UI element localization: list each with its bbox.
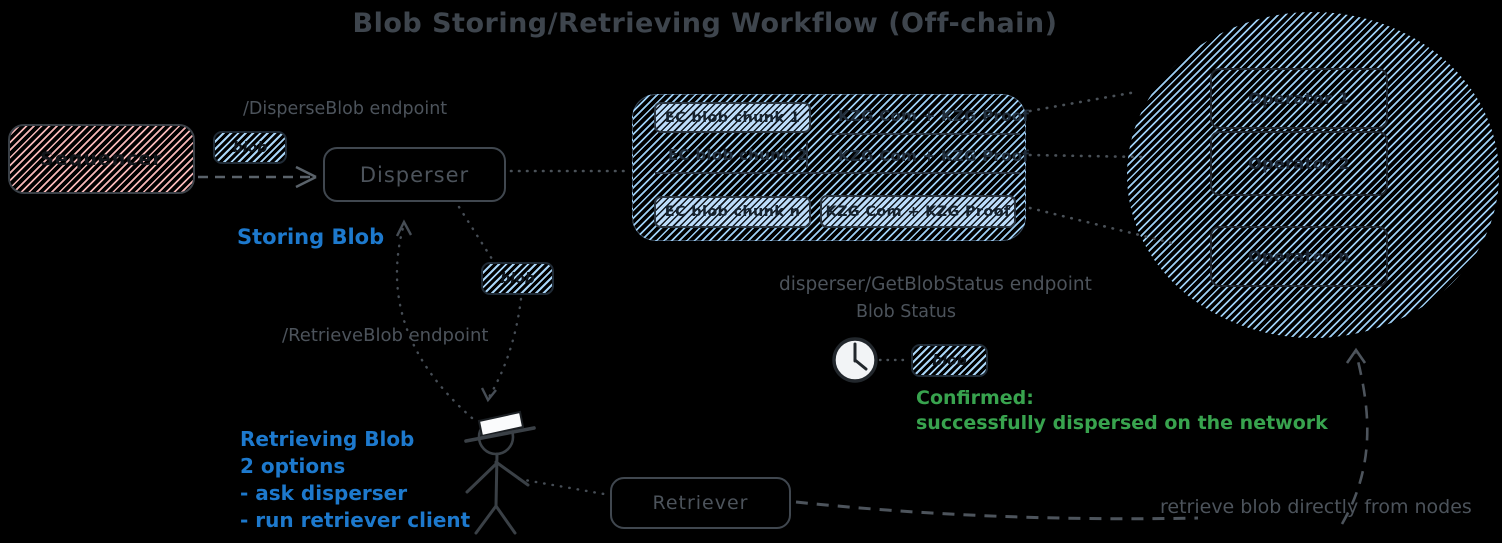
operator-1-node: Operator 1 [1210, 68, 1388, 129]
retriever-node: Retriever [610, 477, 791, 529]
line-retriever-to-nodes [795, 500, 1199, 521]
chunk-row-n-chunk-label: EC blob chunk n [664, 204, 801, 220]
chunk-row-1-proof: KZG Com + KZG Proof [838, 107, 1030, 125]
get-blob-status-endpoint-label: disperser/GetBlobStatus endpoint [779, 274, 1092, 295]
row-1-divider [830, 133, 1020, 135]
arrow-disperser-blob-to-person [457, 205, 523, 403]
blob-chip-return: blob [481, 262, 554, 295]
blob-status-label: Blob Status [856, 302, 957, 322]
arrow-sequencer-to-disperser [198, 165, 317, 189]
chunk-row-n-chunk: EC blob chunk n [654, 196, 811, 228]
person-icon [464, 410, 536, 535]
sequencer-label: Sequencer [40, 148, 163, 170]
page-title: Blob Storing/Retrieving Workflow (Off-ch… [352, 8, 1058, 39]
hat-brim [464, 426, 536, 443]
retrieve-endpoint-label: /RetrieveBlob endpoint [282, 325, 489, 346]
operator-n-node: Operator n [1210, 226, 1388, 287]
chunk-row-n-proof: KZG Com + KZG Proof [820, 195, 1016, 228]
clock-icon [832, 337, 878, 383]
confirmed-detail: successfully dispersed on the network [916, 412, 1328, 434]
blob-chip-label: blob [500, 270, 535, 287]
chunk-row-2-proof: KZG Com + KZG Proof [838, 147, 1030, 165]
blob-chip-disperse: blob [213, 131, 287, 164]
chunk-row-1-chunk: EC blob chunk 1 [654, 102, 811, 133]
chunk-row-n-proof-label: KZG Com + KZG Proof [825, 203, 1011, 220]
chunk-row-2-chunk: EC blob chunk 2 [668, 146, 808, 164]
blob-chip-status: blob [911, 344, 988, 377]
hat-band [477, 410, 525, 438]
storing-blob-label: Storing Blob [237, 225, 385, 249]
retrieving-blob-line-3: - ask disperser [240, 481, 408, 505]
operator-n-label: Operator n [1247, 247, 1351, 266]
sequencer-node: Sequencer [8, 124, 195, 194]
blob-chip-label: blob [232, 139, 268, 156]
retrieving-blob-line-1: Retrieving Blob [240, 427, 415, 451]
operator-2-node: Operator 2 [1210, 131, 1388, 196]
row-2-vertical-divider [806, 142, 808, 168]
retrieving-blob-line-2: 2 options [240, 454, 346, 478]
chunk-row-1-chunk-label: EC blob chunk 1 [664, 109, 801, 126]
retrieve-directly-label: retrieve blob directly from nodes [1160, 496, 1472, 518]
operators-circle [1127, 12, 1499, 338]
disperse-endpoint-label: /DisperseBlob endpoint [243, 99, 448, 119]
operator-1-label: Operator 1 [1248, 89, 1350, 108]
blob-chip-label: blob [932, 352, 967, 369]
disperser-label: Disperser [359, 162, 470, 187]
operator-2-label: Operator 2 [1248, 154, 1350, 173]
line-person-to-retriever [517, 477, 606, 496]
arrow-person-to-disperser [395, 219, 474, 420]
retrieving-blob-line-4: - run retriever client [240, 508, 471, 532]
disperser-node: Disperser [323, 147, 506, 202]
row-2-divider [655, 172, 1020, 174]
retriever-label: Retriever [652, 492, 749, 514]
confirmed-title: Confirmed: [916, 387, 1034, 409]
